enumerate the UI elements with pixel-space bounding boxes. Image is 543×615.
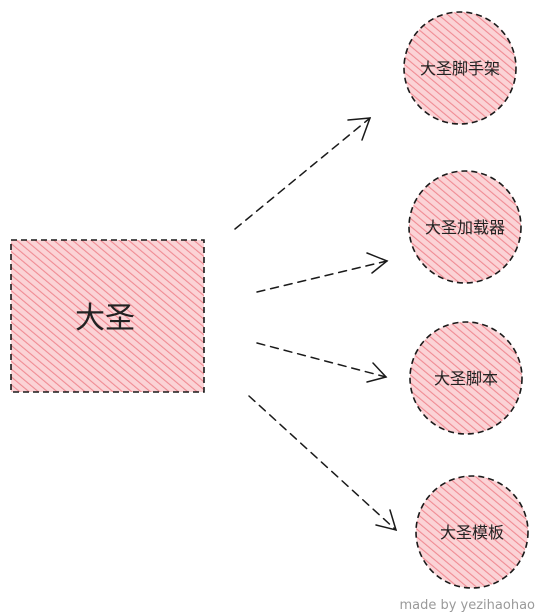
- node-template: 大圣模板: [415, 475, 529, 589]
- node-script-label: 大圣脚本: [434, 369, 498, 388]
- arrow-to-scaffold: [234, 117, 372, 230]
- root-node: 大圣: [10, 239, 205, 393]
- node-template-label: 大圣模板: [440, 523, 504, 542]
- node-script-circle: [409, 321, 523, 435]
- node-loader-label: 大圣加载器: [425, 218, 505, 237]
- credit-text: made by yezihaohao: [399, 598, 535, 613]
- node-script: 大圣脚本: [409, 321, 523, 435]
- node-scaffold-circle: [403, 11, 517, 125]
- root-box: [10, 239, 205, 393]
- node-template-circle: [415, 475, 529, 589]
- node-scaffold: 大圣脚手架: [403, 11, 517, 125]
- arrow-to-loader: [256, 252, 389, 293]
- node-loader-circle: [408, 170, 522, 284]
- root-label: 大圣: [75, 301, 135, 336]
- arrow-to-template: [248, 395, 398, 532]
- node-loader: 大圣加载器: [408, 170, 522, 284]
- node-scaffold-label: 大圣脚手架: [420, 59, 500, 78]
- arrow-to-script: [256, 342, 388, 383]
